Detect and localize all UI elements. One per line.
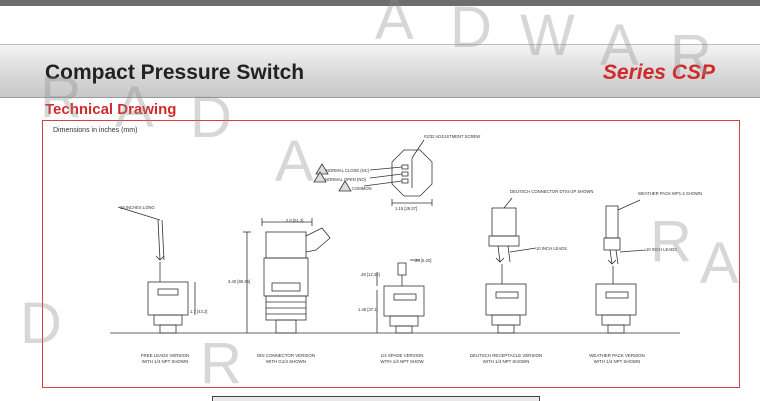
callout-normal-open: NORMAL OPEN (NO) xyxy=(325,177,367,182)
dimensions-note: Dimensions in inches (mm) xyxy=(53,127,138,134)
dim-spade-body: 1.46 [37.1] xyxy=(358,307,378,312)
dim-top: 1.15 [29.37] xyxy=(395,206,417,211)
dim-din-width: 2.0 [51.3] xyxy=(286,218,303,223)
callout-normal-close: NORMAL CLOSE (NC) xyxy=(326,168,370,173)
version-din-connector xyxy=(243,218,331,334)
version-deutsch xyxy=(485,197,537,334)
callout-common: COMMON xyxy=(352,186,372,191)
dim-spade-height: .48 [12.32] xyxy=(360,272,380,277)
caption-free-leads-1: FREE LEADS VERSION xyxy=(141,353,189,358)
dim-din-height: 3.40 [86.36] xyxy=(228,279,250,284)
terminal-diagram xyxy=(363,139,433,206)
caption-weather-1: WEATHER PACK VERSION xyxy=(589,353,644,358)
caption-deutsch-1: DEUTSCH RECEPTACLE VERSION xyxy=(470,353,542,358)
dim-body: 1.7 [43.2] xyxy=(190,309,207,314)
version-weather-pack xyxy=(595,199,647,334)
version-spade xyxy=(376,259,425,334)
caption-weather-2: WITH 1/4 NPT SHOWN xyxy=(594,359,641,364)
callout-adjustment-screw: #2/32 ADJUSTMENT SCREW xyxy=(424,134,480,139)
callout-deutsch-connector: DEUTSCH CONNECTOR DT04-2P SHOWN xyxy=(510,189,593,194)
caption-spade-1: 1/4 SPADE VERSION xyxy=(381,353,424,358)
section-title: Technical Drawing xyxy=(45,101,177,118)
caption-free-leads-2: WITH 1/4 NPT SHOWN xyxy=(142,359,189,364)
top-bar xyxy=(0,0,760,6)
triangle-markers xyxy=(313,163,352,192)
page-title: Compact Pressure Switch xyxy=(45,61,305,84)
bottom-table-edge xyxy=(212,396,540,401)
caption-din-2: WITH G1/4 SHOWN xyxy=(266,359,306,364)
version-free-leads xyxy=(117,206,196,334)
header-band xyxy=(0,44,760,98)
dim-spade-width: .24 [6.20] xyxy=(414,258,431,263)
caption-din-1: DIN CONNECTOR VERSION xyxy=(257,353,315,358)
callout-deutsch-leads: 10 INCH LEADS xyxy=(536,246,567,251)
caption-spade-2: WITH 1/4 NPT SHOW xyxy=(380,359,424,364)
callout-weather-leads: 10 INCH LEADS xyxy=(646,247,677,252)
callout-weather-pack: WEATHER PACK WP1-2 SHOWN xyxy=(638,191,702,196)
caption-deutsch-2: WITH 1/4 NPT SHOWN xyxy=(483,359,530,364)
callout-leads-long: 18 INCHES LONG xyxy=(120,205,155,210)
drawing-frame xyxy=(42,120,740,388)
series-label: Series CSP xyxy=(602,61,715,84)
